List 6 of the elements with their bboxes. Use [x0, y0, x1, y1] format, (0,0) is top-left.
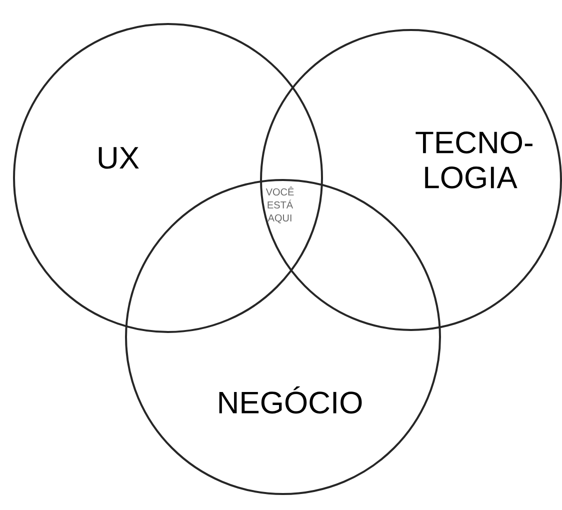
circle-label: TECNO- LOGIA: [416, 132, 532, 188]
circle-label: UX: [98, 147, 139, 169]
circle-label: NEGÓCIO: [219, 386, 362, 414]
venn-circle: [13, 23, 323, 333]
center-label: VOCÊ ESTÁ AQUI: [266, 186, 294, 224]
venn-circle: [260, 29, 562, 331]
